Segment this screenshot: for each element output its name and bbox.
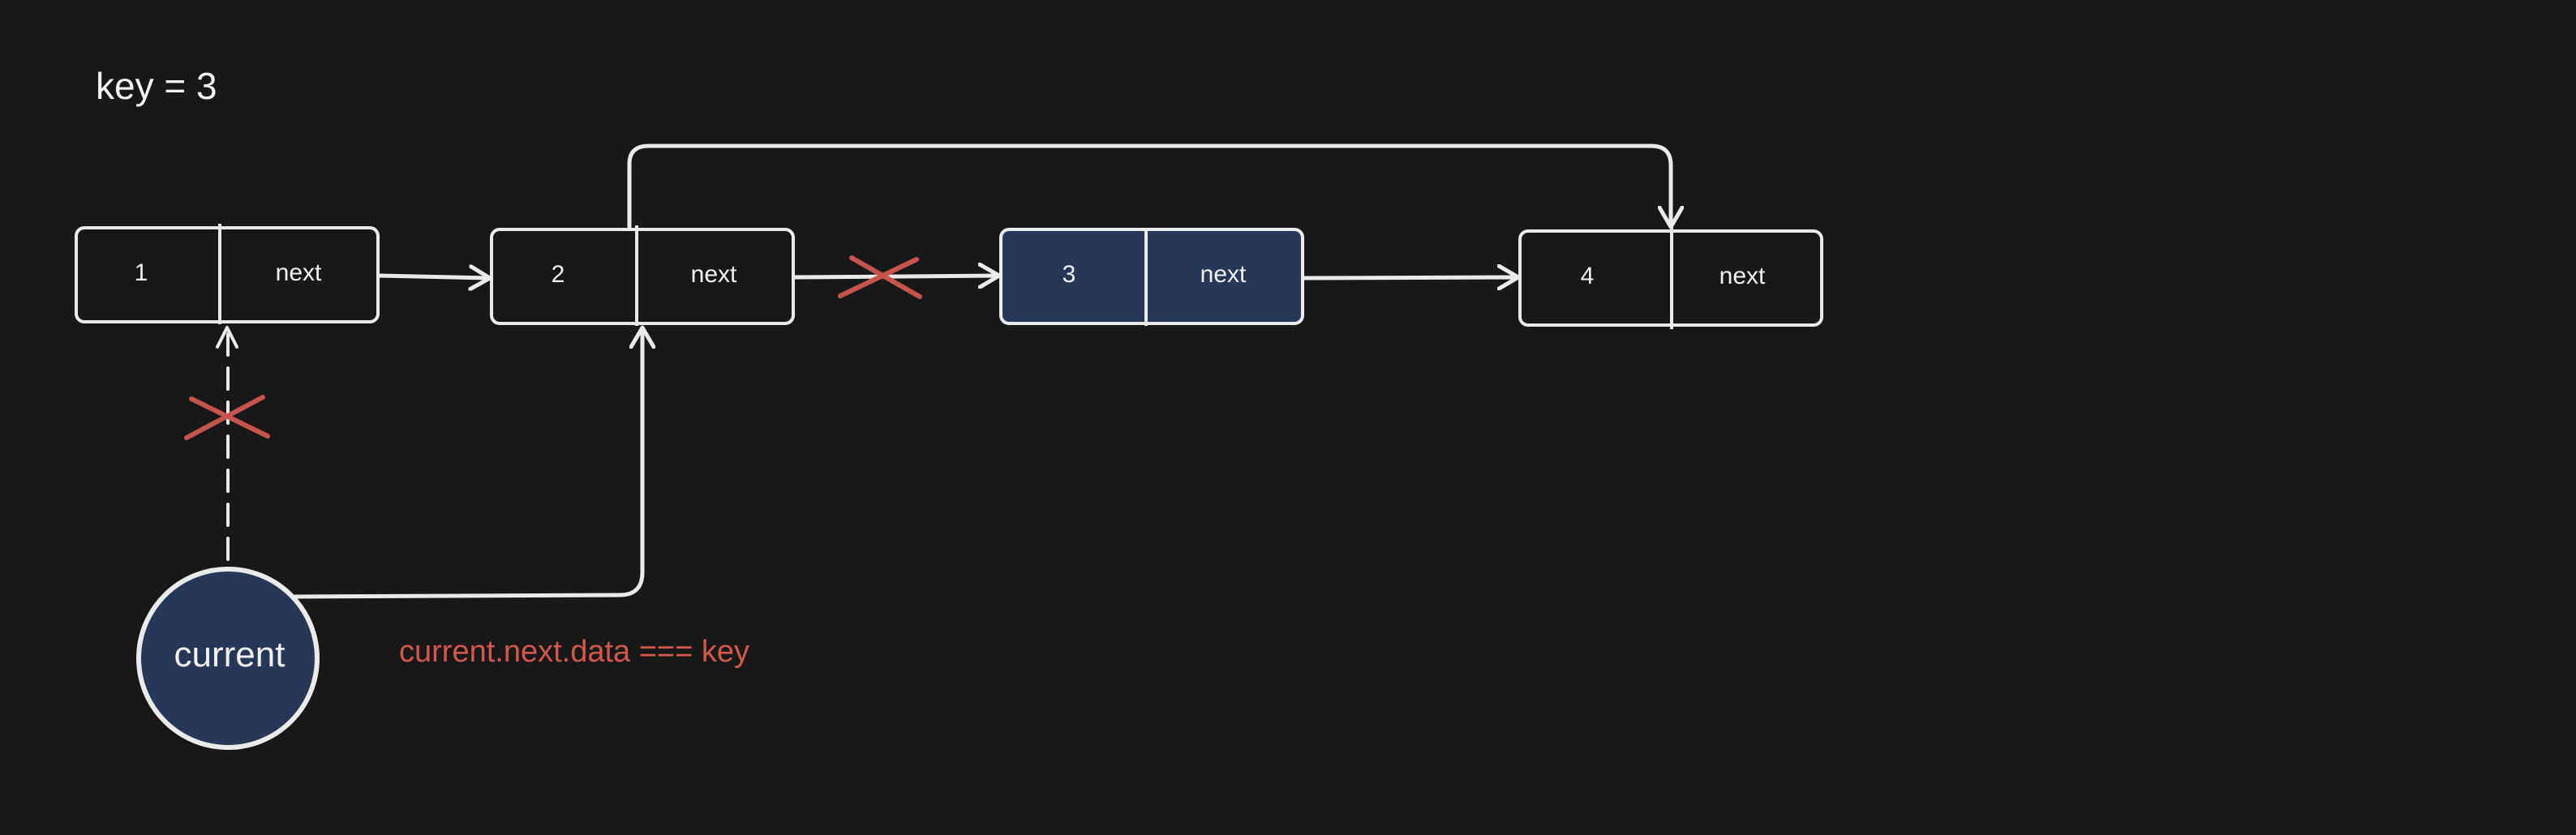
- current-circle: [136, 567, 320, 750]
- list-node-4: 4 next: [1518, 227, 1823, 329]
- node-3-value: 3: [1063, 261, 1076, 288]
- current-pointer-to-node2: [290, 329, 642, 599]
- node-4-next-label: next: [1719, 263, 1766, 289]
- broken-link-cross-icon: [838, 255, 922, 299]
- node-2-next-label: next: [691, 261, 737, 288]
- node-1-value: 1: [135, 259, 148, 286]
- old-pointer-cross-icon: [184, 395, 270, 440]
- condition-label: current.next.data === key: [399, 635, 749, 669]
- arrow-node2-bypass-to-node4: [627, 143, 1671, 229]
- arrow-node1-to-node2: [377, 276, 488, 278]
- arrow-node2-to-node3: [792, 276, 998, 277]
- current-pointer-node: current: [136, 567, 320, 750]
- node-2-box: [490, 228, 795, 325]
- list-node-2: 2 next: [490, 225, 795, 326]
- node-2-value: 2: [552, 261, 565, 288]
- node-3-next-label: next: [1200, 261, 1247, 288]
- old-current-pointer-arrowhead: [216, 326, 238, 349]
- list-node-3: 3 next: [999, 228, 1304, 326]
- list-node-1: 1 next: [75, 224, 380, 324]
- current-label: current: [174, 635, 286, 674]
- key-label: key = 3: [96, 65, 217, 107]
- arrow-node3-to-node4: [1302, 277, 1517, 278]
- node-4-value: 4: [1581, 263, 1595, 289]
- node-3-box: [999, 228, 1304, 325]
- node-1-box: [75, 226, 380, 323]
- node-1-next-label: next: [276, 259, 322, 286]
